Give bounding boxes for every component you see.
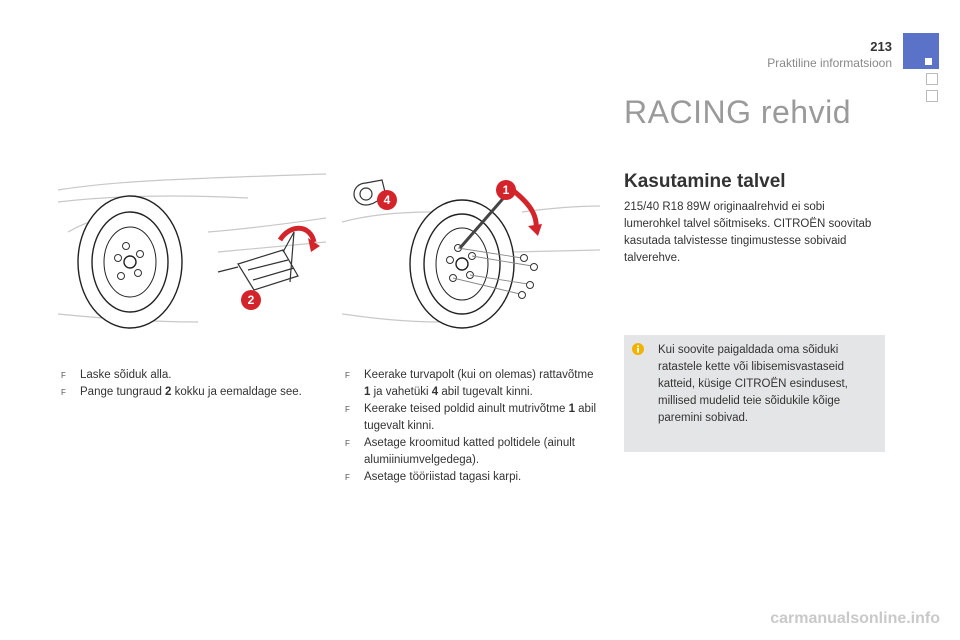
callout-label: 2 xyxy=(248,293,255,307)
bullet-icon: F xyxy=(345,473,350,482)
bullet-icon: F xyxy=(345,405,350,414)
callout-label: 1 xyxy=(503,183,510,197)
page-number: 213 xyxy=(870,39,892,54)
chapter-tab-marker xyxy=(925,58,932,65)
chapter-tab[interactable] xyxy=(926,73,938,85)
illustration-tighten-bolts: 1 4 xyxy=(342,179,600,329)
steps-left: F Laske sõiduk alla. F Pange tungraud 2 … xyxy=(58,367,328,401)
steps-right: F Keerake turvapolt (kui on olemas) ratt… xyxy=(342,367,602,486)
list-item: F Asetage kroomitud katted poltidele (ai… xyxy=(345,437,575,466)
chapter-tab-active[interactable] xyxy=(903,33,939,69)
illustration-lower-car: 2 xyxy=(58,173,326,329)
list-item: F Keerake teised poldid ainult mutrivõtm… xyxy=(345,403,597,432)
bullet-icon: F xyxy=(61,388,66,397)
list-item: F Keerake turvapolt (kui on olemas) ratt… xyxy=(345,369,594,398)
list-item: F Asetage tööriistad tagasi karpi. xyxy=(342,469,602,486)
list-item: F Pange tungraud 2 kokku ja eemaldage se… xyxy=(58,384,328,401)
footer-watermark[interactable]: carmanualsonline.info xyxy=(770,610,940,627)
info-text: Kui soovite paigaldada oma sõiduki ratas… xyxy=(658,344,848,424)
bullet-icon: F xyxy=(345,371,350,380)
callout-2 xyxy=(241,290,261,310)
section-title: Praktiline informatsioon xyxy=(767,56,892,70)
page-title: RACING rehvid xyxy=(624,94,851,130)
callout-1 xyxy=(496,180,516,200)
bullet-icon: F xyxy=(61,371,66,380)
bullet-icon: F xyxy=(345,439,350,448)
chapter-tab[interactable] xyxy=(926,90,938,102)
winter-heading: Kasutamine talvel xyxy=(624,171,786,192)
callout-label: 4 xyxy=(384,193,391,207)
info-icon xyxy=(632,343,644,355)
callout-4 xyxy=(377,190,397,210)
info-box xyxy=(624,335,885,452)
list-item: F Laske sõiduk alla. xyxy=(58,367,328,384)
winter-body: 215/40 R18 89W originaalrehvid ei sobi l… xyxy=(624,201,872,264)
